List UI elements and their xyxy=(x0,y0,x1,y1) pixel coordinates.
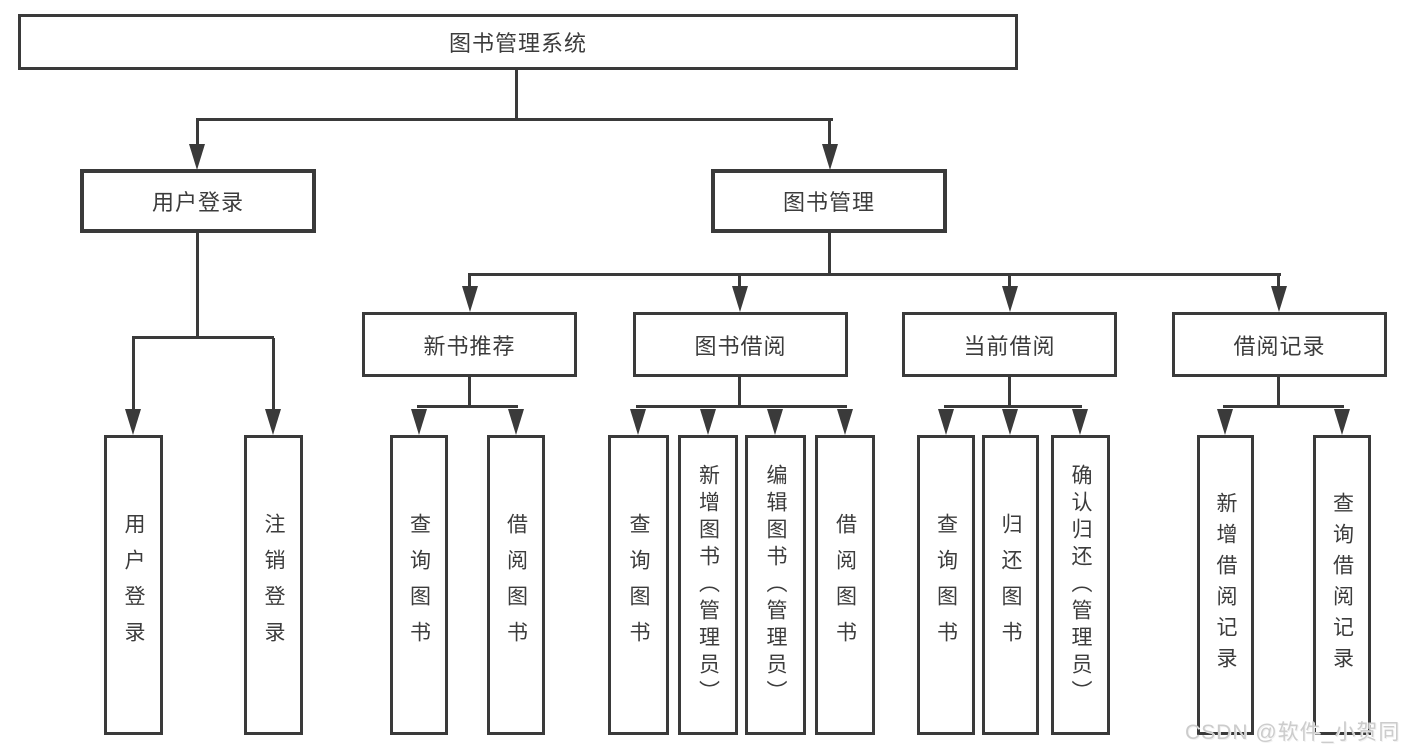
connector-line xyxy=(196,118,833,121)
csdn-watermark: CSDN @软件_小贺同学 xyxy=(1185,721,1401,744)
leaf-borrow-books: 借阅图书 xyxy=(815,435,875,735)
leaf-label: 查询借阅记录 xyxy=(1330,492,1354,678)
arrow-down-icon xyxy=(700,409,716,435)
leaf-add-books-admin: 新增图书（管理员） xyxy=(678,435,738,735)
connector-line xyxy=(196,120,199,146)
connector-line xyxy=(1277,275,1280,289)
arrow-down-icon xyxy=(462,286,478,312)
connector-line xyxy=(1223,405,1344,408)
arrow-down-icon xyxy=(630,409,646,435)
arrow-down-icon xyxy=(822,144,838,170)
leaf-edit-books-admin: 编辑图书（管理员） xyxy=(745,435,806,735)
connector-line xyxy=(636,405,847,408)
leaf-logout: 注销登录 xyxy=(244,435,303,735)
connector-line xyxy=(468,275,471,289)
arrow-down-icon xyxy=(1271,286,1287,312)
connector-line xyxy=(272,338,275,410)
connector-line xyxy=(738,275,741,289)
leaf-label: 用户登录 xyxy=(122,513,145,657)
connector-line xyxy=(1008,377,1011,408)
arrow-down-icon xyxy=(508,409,524,435)
connector-line xyxy=(132,336,274,339)
leaf-user-login: 用户登录 xyxy=(104,435,163,735)
leaf-label: 借阅图书 xyxy=(833,513,857,657)
leaf-label: 编辑图书（管理员） xyxy=(764,463,787,707)
leaf-return-books: 归还图书 xyxy=(982,435,1039,735)
connector-line xyxy=(944,405,1082,408)
leaf-add-borrow-record: 新增借阅记录 xyxy=(1197,435,1254,735)
node-label: 图书管理 xyxy=(782,190,875,215)
arrow-down-icon xyxy=(125,409,141,435)
leaf-confirm-return-admin: 确认归还（管理员） xyxy=(1051,435,1110,735)
connector-line xyxy=(417,405,518,408)
node-label: 当前借阅 xyxy=(963,333,1056,359)
connector-line xyxy=(515,68,518,120)
arrow-down-icon xyxy=(189,144,205,170)
leaf-label: 新增借阅记录 xyxy=(1214,492,1237,678)
connector-line xyxy=(828,232,831,275)
node-label: 借阅记录 xyxy=(1233,333,1326,359)
arrow-down-icon xyxy=(1002,409,1018,435)
leaf-label: 查询图书 xyxy=(934,513,958,657)
leaf-borrow-books-recommend: 借阅图书 xyxy=(487,435,545,735)
node-label: 用户登录 xyxy=(151,190,244,215)
connector-line xyxy=(1277,377,1280,408)
node-new-book-recommend: 新书推荐 xyxy=(362,312,577,377)
node-label: 新书推荐 xyxy=(423,333,516,359)
node-book-management: 图书管理 xyxy=(711,169,947,233)
leaf-label: 新增图书（管理员） xyxy=(696,463,720,707)
arrow-down-icon xyxy=(938,409,954,435)
arrow-down-icon xyxy=(1217,409,1233,435)
connector-line xyxy=(132,338,135,410)
leaf-label: 确认归还（管理员） xyxy=(1069,463,1092,707)
node-label: 图书借阅 xyxy=(694,333,787,359)
node-book-borrowing: 图书借阅 xyxy=(633,312,848,377)
leaf-query-books-borrowing: 查询图书 xyxy=(608,435,669,735)
node-library-system: 图书管理系统 xyxy=(18,14,1018,70)
node-label: 图书管理系统 xyxy=(448,31,587,56)
leaf-query-books-recommend: 查询图书 xyxy=(390,435,448,735)
connector-line xyxy=(1008,275,1011,289)
arrow-down-icon xyxy=(767,409,783,435)
arrow-down-icon xyxy=(1334,409,1350,435)
arrow-down-icon xyxy=(265,409,281,435)
connector-line xyxy=(828,120,831,146)
connector-line xyxy=(196,232,199,338)
connector-line xyxy=(738,377,741,408)
arrow-down-icon xyxy=(1072,409,1088,435)
leaf-label: 借阅图书 xyxy=(504,513,528,657)
leaf-label: 查询图书 xyxy=(407,513,431,657)
arrow-down-icon xyxy=(837,409,853,435)
leaf-label: 注销登录 xyxy=(262,513,285,657)
leaf-query-books-current: 查询图书 xyxy=(917,435,975,735)
connector-line xyxy=(468,273,1281,276)
arrow-down-icon xyxy=(732,286,748,312)
arrow-down-icon xyxy=(1002,286,1018,312)
connector-line xyxy=(468,377,471,408)
node-borrowing-records: 借阅记录 xyxy=(1172,312,1387,377)
leaf-label: 查询图书 xyxy=(627,513,650,657)
arrow-down-icon xyxy=(411,409,427,435)
node-current-borrowing: 当前借阅 xyxy=(902,312,1117,377)
leaf-query-borrow-record: 查询借阅记录 xyxy=(1313,435,1371,735)
node-user-login: 用户登录 xyxy=(80,169,316,233)
leaf-label: 归还图书 xyxy=(999,513,1022,657)
